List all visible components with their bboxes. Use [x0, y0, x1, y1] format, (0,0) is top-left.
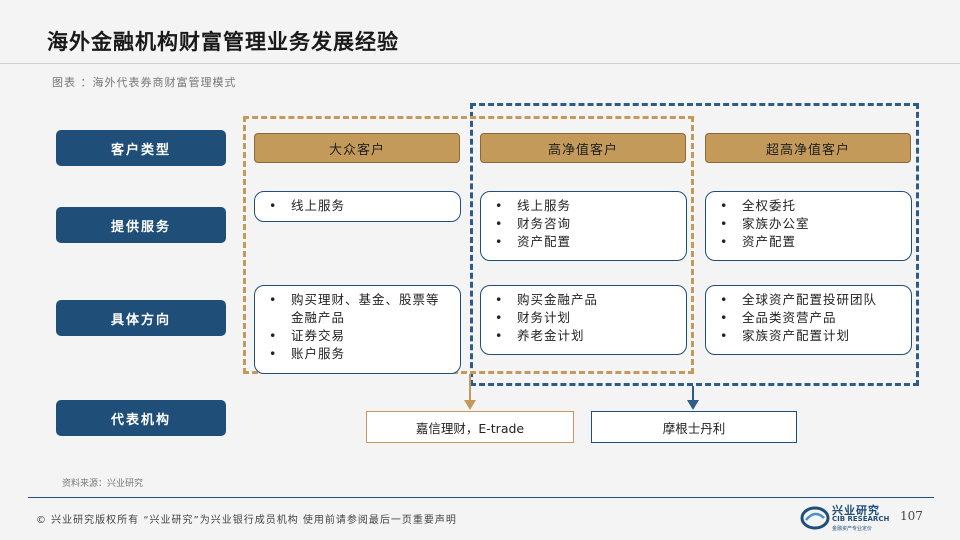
list-item: 财务计划 — [493, 309, 676, 327]
services-box-ultra-high-net-worth: 全权委托 家族办公室 资产配置 — [705, 191, 912, 261]
list-item: 线上服务 — [493, 197, 676, 215]
services-box-high-net-worth: 线上服务 财务咨询 资产配置 — [480, 191, 687, 261]
direction-box-mass: 购买理财、基金、股票等金融产品 证券交易 账户服务 — [254, 285, 461, 374]
list-item: 财务咨询 — [493, 215, 676, 233]
list-item: 线上服务 — [267, 197, 450, 215]
logo-name: 兴业研究 — [832, 504, 880, 517]
list-item: 家族办公室 — [718, 215, 901, 233]
figure-caption: 图表 ：海外代表券商财富管理模式 — [52, 76, 237, 89]
list-item: 资产配置 — [493, 233, 676, 251]
list-item: 全球资产配置投研团队 — [718, 291, 901, 309]
mass-market-group-frame — [243, 116, 694, 374]
logo-mark-icon — [800, 506, 830, 530]
high-net-worth-group-frame — [470, 103, 919, 386]
institution-box-left: 嘉信理财，E-trade — [366, 411, 574, 443]
row-label-services: 提供服务 — [56, 207, 226, 243]
column-header-ultra-high-net-worth: 超高净值客户 — [705, 133, 911, 163]
logo-en: CIB RESEARCH — [832, 515, 890, 523]
footer-divider — [28, 497, 934, 498]
direction-box-ultra-high-net-worth: 全球资产配置投研团队 全品类资营产品 家族资产配置计划 — [705, 285, 912, 355]
arrow-gold — [464, 374, 476, 410]
list-item: 全品类资营产品 — [718, 309, 901, 327]
page-number: 107 — [900, 509, 923, 523]
row-label-customer-type: 客户类型 — [56, 130, 226, 166]
column-header-high-net-worth: 高净值客户 — [480, 133, 686, 163]
list-item: 账户服务 — [267, 345, 450, 363]
list-item: 养老金计划 — [493, 327, 676, 345]
list-item: 资产配置 — [718, 233, 901, 251]
cib-research-logo: 兴业研究 CIB RESEARCH 金融资产专业定价 — [800, 502, 896, 534]
row-label-institution: 代表机构 — [56, 400, 226, 436]
page-title: 海外金融机构财富管理业务发展经验 — [47, 30, 399, 54]
institution-box-right: 摩根士丹利 — [591, 411, 797, 443]
list-item: 家族资产配置计划 — [718, 327, 901, 345]
logo-tagline: 金融资产专业定价 — [832, 526, 873, 532]
list-item: 购买金融产品 — [493, 291, 676, 309]
direction-box-high-net-worth: 购买金融产品 财务计划 养老金计划 — [480, 285, 687, 355]
footer-copyright: © 兴业研究版权所有 “兴业研究”为兴业银行成员机构 使用前请参阅最后一页重要声… — [36, 515, 457, 526]
list-item: 证券交易 — [267, 327, 450, 345]
source-note: 资料来源：兴业研究 — [62, 479, 144, 489]
arrow-blue — [687, 386, 699, 410]
column-header-mass: 大众客户 — [254, 133, 460, 163]
services-box-mass: 线上服务 — [254, 191, 461, 222]
list-item: 全权委托 — [718, 197, 901, 215]
title-divider — [0, 63, 960, 64]
row-label-direction: 具体方向 — [56, 300, 226, 336]
list-item: 购买理财、基金、股票等金融产品 — [267, 291, 450, 327]
